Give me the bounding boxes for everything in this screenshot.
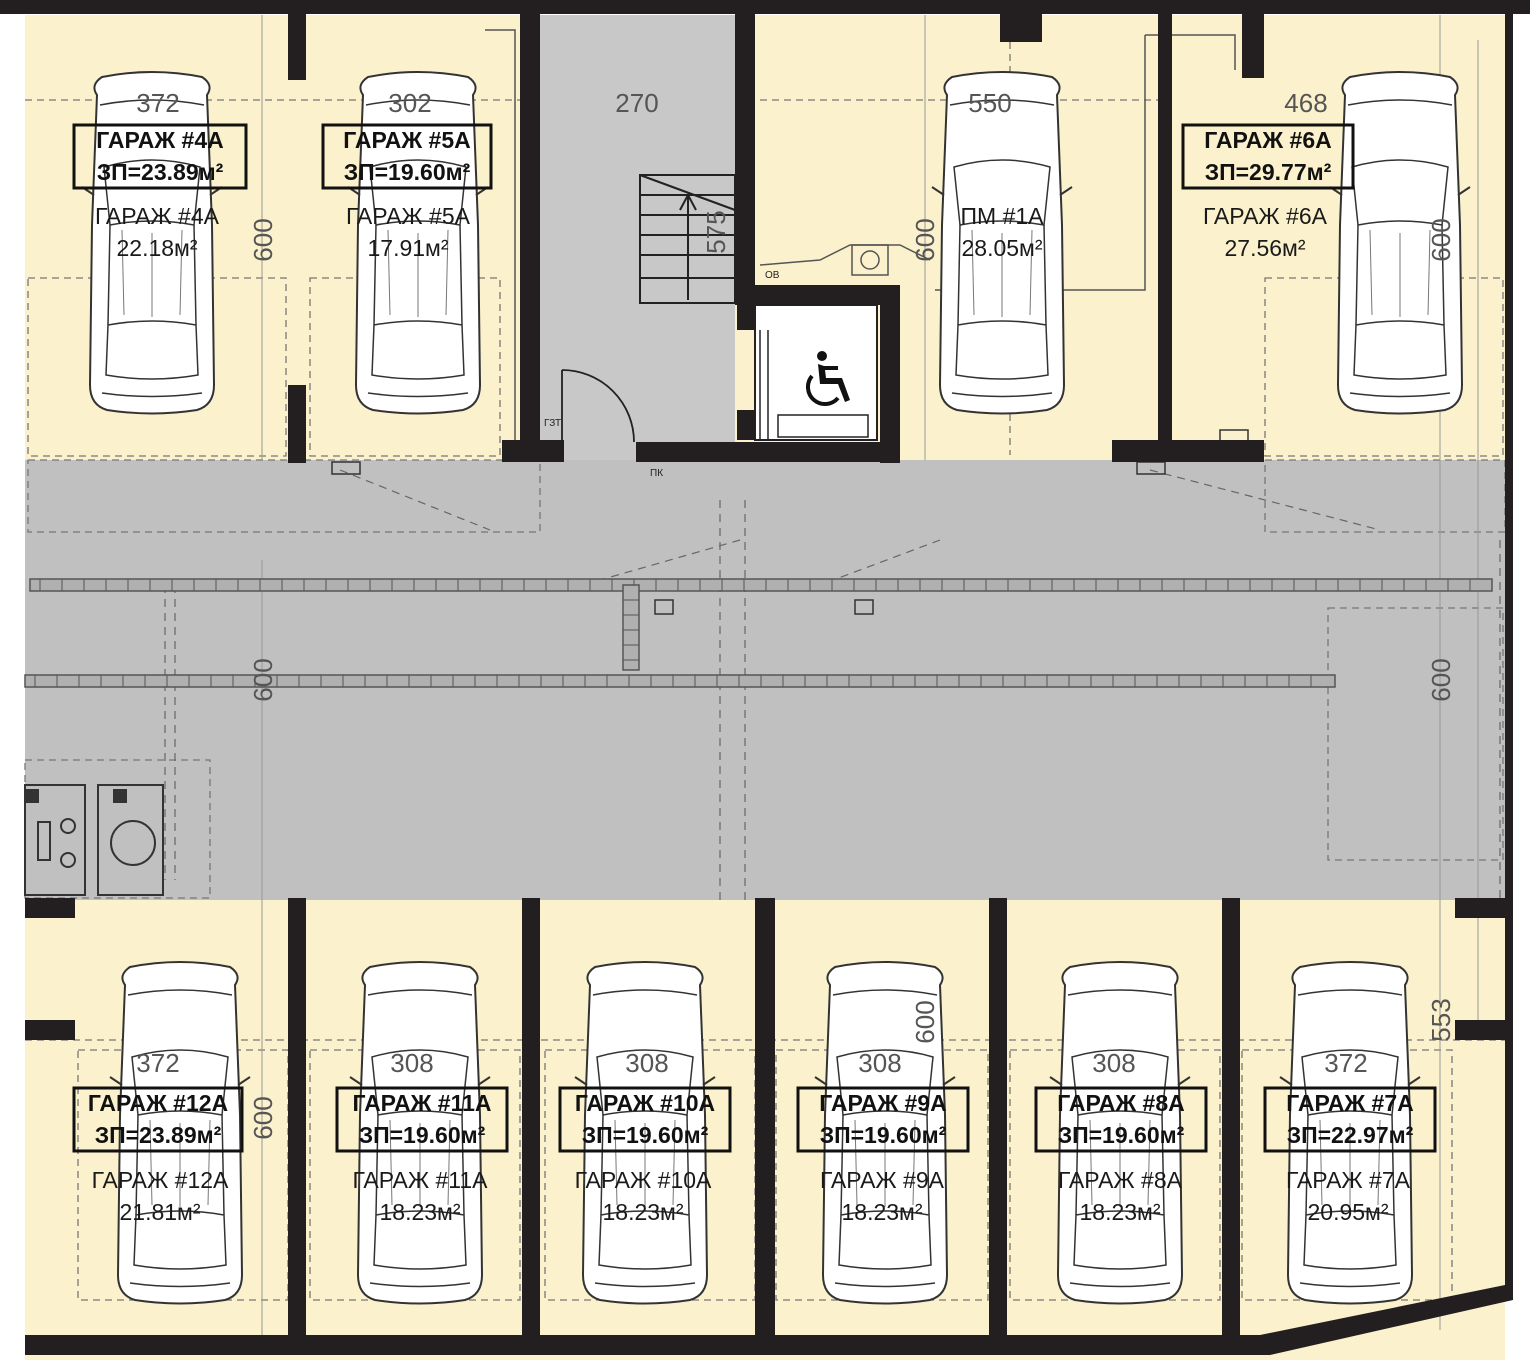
label-box-7a: ГАРАЖ #7А ЗП=22.97м² [1263, 1086, 1437, 1153]
cable-tray-lower [24, 674, 1336, 688]
svg-text:ГАРАЖ #6А: ГАРАЖ #6А [1204, 127, 1332, 153]
svg-text:ГАРАЖ #10А: ГАРАЖ #10А [575, 1090, 715, 1116]
room-area-6a: 27.56м² [1224, 235, 1305, 261]
label-ventilation: ОВ [765, 270, 780, 281]
room-name-10a: ГАРАЖ #10А [575, 1167, 712, 1193]
dim-depth-6a: 600 [1426, 218, 1456, 261]
label-box-4a: ГАРАЖ #4А ЗП=23.89м² [72, 123, 248, 190]
cable-tray-upper [29, 578, 1493, 592]
svg-text:ЗП=29.77м²: ЗП=29.77м² [1205, 159, 1332, 185]
room-area-9a: 18.23м² [841, 1199, 922, 1225]
room-name-pm1a: ПМ #1А [960, 203, 1044, 229]
cable-tray-vertical [622, 584, 640, 671]
wheelchair-icon [806, 351, 850, 406]
dim-width-4a: 372 [136, 88, 179, 118]
label-box-10a: ГАРАЖ #10А ЗП=19.60м² [558, 1086, 732, 1153]
dim-width-6a: 468 [1284, 88, 1327, 118]
svg-text:ГАРАЖ #9А: ГАРАЖ #9А [819, 1090, 947, 1116]
dim-depth-9a: 600 [910, 1000, 940, 1043]
svg-text:ГАРАЖ #5А: ГАРАЖ #5А [343, 127, 471, 153]
svg-text:ГАРАЖ #4А: ГАРАЖ #4А [96, 127, 224, 153]
room-name-4a: ГАРАЖ #4А [95, 203, 220, 229]
stair-door [561, 369, 635, 445]
label-box-5a: ГАРАЖ #5А ЗП=19.60м² [321, 123, 493, 190]
svg-text:ГАРАЖ #7А: ГАРАЖ #7А [1286, 1090, 1414, 1116]
svg-text:ГАРАЖ #12А: ГАРАЖ #12А [88, 1090, 228, 1116]
svg-text:ЗП=23.89м²: ЗП=23.89м² [95, 1122, 222, 1148]
room-name-12a: ГАРАЖ #12А [92, 1167, 229, 1193]
label-box-9a: ГАРАЖ #9А ЗП=19.60м² [796, 1086, 970, 1153]
dim-width-12a: 372 [136, 1048, 179, 1078]
label-box-12a: ГАРАЖ #12А ЗП=23.89м² [72, 1086, 244, 1153]
dim-width-8a: 308 [1092, 1048, 1135, 1078]
label-door-1: ГЗТ [544, 418, 561, 429]
room-area-11a: 18.23м² [379, 1199, 460, 1225]
room-name-6a: ГАРАЖ #6А [1203, 203, 1328, 229]
dim-depth-4a: 600 [248, 218, 278, 261]
room-area-4a: 22.18м² [116, 235, 197, 261]
room-area-5a: 17.91м² [367, 235, 448, 261]
dim-depth-pm1a: 600 [910, 218, 940, 261]
dim-aisle-right: 600 [1426, 658, 1456, 701]
dim-width-stair: 270 [615, 88, 658, 118]
svg-text:ГАРАЖ #8А: ГАРАЖ #8А [1057, 1090, 1185, 1116]
room-name-5a: ГАРАЖ #5А [346, 203, 471, 229]
svg-text:ЗП=19.60м²: ЗП=19.60м² [359, 1122, 486, 1148]
room-name-11a: ГАРАЖ #11А [352, 1167, 488, 1193]
pump-equipment [24, 784, 164, 896]
dim-width-9a: 308 [858, 1048, 901, 1078]
stair-core [540, 15, 735, 460]
room-name-9a: ГАРАЖ #9А [820, 1167, 945, 1193]
room-name-7a: ГАРАЖ #7А [1286, 1167, 1411, 1193]
svg-text:ЗП=19.60м²: ЗП=19.60м² [820, 1122, 947, 1148]
dim-depth-12a: 600 [248, 1096, 278, 1139]
dim-stair-flight: 575 [701, 210, 731, 253]
room-area-10a: 18.23м² [602, 1199, 683, 1225]
dim-width-5a: 302 [388, 88, 431, 118]
label-box-8a: ГАРАЖ #8А ЗП=19.60м² [1034, 1086, 1208, 1153]
dim-width-11a: 308 [390, 1048, 433, 1078]
room-area-pm1a: 28.05м² [961, 235, 1042, 261]
label-box-6a: ГАРАЖ #6А ЗП=29.77м² [1181, 123, 1355, 190]
room-area-8a: 18.23м² [1079, 1199, 1160, 1225]
dim-width-pm1a: 550 [968, 88, 1011, 118]
duct-lines [164, 469, 1501, 900]
room-area-12a: 21.81м² [119, 1199, 200, 1225]
room-name-8a: ГАРАЖ #8А [1058, 1167, 1183, 1193]
dim-width-7a: 372 [1324, 1048, 1367, 1078]
dim-width-10a: 308 [625, 1048, 668, 1078]
svg-text:ЗП=22.97м²: ЗП=22.97м² [1287, 1122, 1414, 1148]
svg-text:ЗП=19.60м²: ЗП=19.60м² [582, 1122, 709, 1148]
svg-text:ГАРАЖ #11А: ГАРАЖ #11А [352, 1090, 491, 1116]
label-door-2: ПК [650, 468, 663, 479]
svg-text:ЗП=19.60м²: ЗП=19.60м² [1058, 1122, 1185, 1148]
dim-aisle-left: 600 [248, 658, 278, 701]
label-box-11a: ГАРАЖ #11А ЗП=19.60м² [335, 1086, 509, 1153]
elevator [754, 304, 878, 441]
svg-text:ЗП=23.89м²: ЗП=23.89м² [97, 159, 224, 185]
dim-depth-7a: 553 [1426, 998, 1456, 1041]
svg-text:ЗП=19.60м²: ЗП=19.60м² [344, 159, 471, 185]
room-area-7a: 20.95м² [1307, 1199, 1388, 1225]
